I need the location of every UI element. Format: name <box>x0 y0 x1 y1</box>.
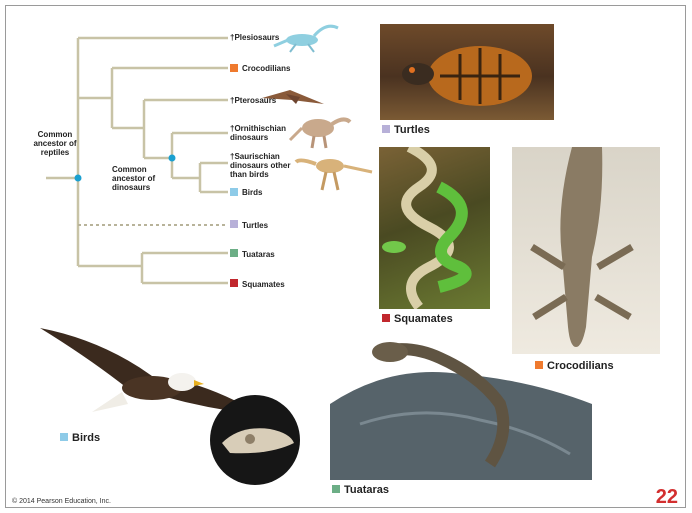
taxon-turtles: Turtles <box>242 221 268 230</box>
tuatara-photo <box>330 334 592 480</box>
tuataras-swatch <box>230 249 238 257</box>
turtle-photo <box>380 24 554 120</box>
tuataras-caption: Tuataras <box>332 484 389 496</box>
taxon-squamates: Squamates <box>242 280 285 289</box>
squamates-caption-swatch <box>382 314 390 322</box>
turtles-caption-swatch <box>382 125 390 133</box>
ornithischian-icon <box>290 119 350 148</box>
crocodilians-swatch <box>230 64 238 72</box>
tree-branches <box>46 38 228 283</box>
taxon-tuataras: Tuataras <box>242 250 275 259</box>
crocodilian-photo <box>512 147 660 354</box>
bird-skull-photo <box>210 395 300 485</box>
turtles-swatch <box>230 220 238 228</box>
reptile-ancestor-node <box>75 175 82 182</box>
reptile-ancestor-label: Common ancestor of reptiles <box>30 130 80 157</box>
taxon-pterosaurs: †Pterosaurs <box>230 96 276 105</box>
saurischian-icon <box>296 159 372 190</box>
taxon-crocodilians: Crocodilians <box>242 64 290 73</box>
squamates-caption: Squamates <box>382 313 453 325</box>
copyright: © 2014 Pearson Education, Inc. <box>12 498 111 505</box>
birds-caption: Birds <box>60 432 100 444</box>
plesiosaur-icon <box>274 26 338 52</box>
birds-swatch <box>230 188 238 196</box>
taxon-plesiosaurs: †Plesiosaurs <box>230 33 279 42</box>
taxon-ornithischian: †Ornithischian dinosaurs <box>230 124 292 142</box>
taxon-birds: Birds <box>242 188 262 197</box>
birds-caption-swatch <box>60 433 68 441</box>
page-number: 22 <box>656 486 678 509</box>
taxon-saurischian: †Saurischian dinosaurs other than birds <box>230 152 296 179</box>
dinosaur-ancestor-node <box>169 155 176 162</box>
tuataras-caption-swatch <box>332 485 340 493</box>
turtles-caption: Turtles <box>382 124 430 136</box>
dinosaur-ancestor-label: Common ancestor of dinosaurs <box>112 165 170 192</box>
squamate-photo <box>379 147 490 309</box>
squamates-swatch <box>230 279 238 287</box>
